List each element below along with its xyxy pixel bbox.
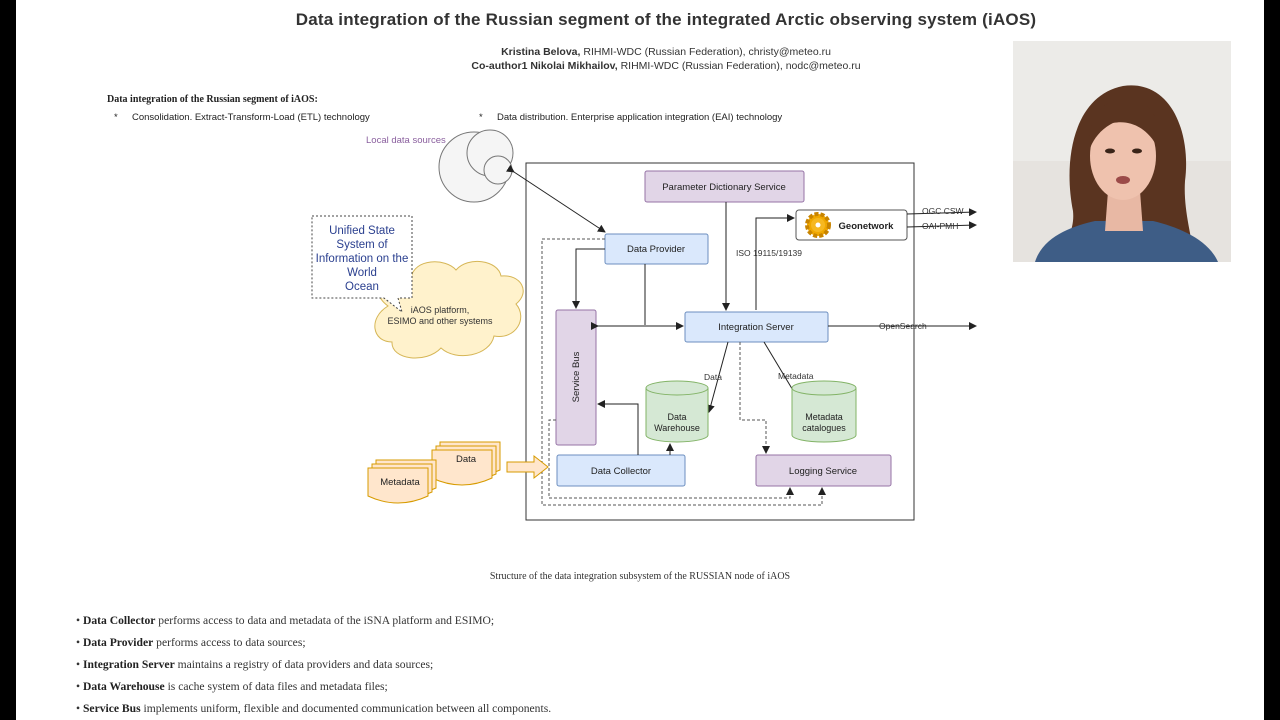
data-collector-label: Data Collector — [591, 466, 651, 477]
unified-state-callout — [311, 215, 413, 314]
geonetwork-label: Geonetwork — [839, 221, 895, 232]
description-item: • Data Collector performs access to data… — [76, 610, 976, 632]
data-documents-icon — [431, 441, 501, 486]
service-bus-label: Service Bus — [571, 351, 582, 402]
unified-state-line-4: World — [347, 267, 377, 279]
block-arrow-icon — [506, 454, 549, 480]
service-bus-box — [555, 309, 597, 446]
author-name: Kristina Belova, — [501, 46, 581, 58]
diagram-caption: Structure of the data integration subsys… — [489, 571, 791, 582]
unified-state-line-1: Unified State — [329, 225, 395, 237]
description-item: • Data Provider performs access to data … — [76, 632, 976, 654]
author-line-2: Co-author1 Nikolai Mikhailov, RIHMI-WDC … — [16, 60, 1264, 72]
description-item: • Integration Server maintains a registr… — [76, 654, 976, 676]
metadata-documents-icon — [367, 459, 437, 504]
author-affiliation: RIHMI-WDC (Russian Federation), nodc@met… — [617, 60, 861, 72]
bullet-text: Data distribution. Enterprise applicatio… — [497, 112, 783, 123]
description-text: implements uniform, flexible and documen… — [140, 702, 552, 715]
presenter-avatar — [1013, 41, 1231, 262]
section-heading: Data integration of the Russian segment … — [107, 94, 318, 105]
description-term: Data Warehouse — [82, 680, 165, 693]
author-affiliation: RIHMI-WDC (Russian Federation), christy@… — [580, 46, 831, 58]
description-term: Data Collector — [82, 614, 156, 627]
unified-state-line-5: Ocean — [345, 281, 379, 293]
local-sources-circles-icon — [438, 129, 514, 203]
data-edge-label: Data — [704, 372, 722, 382]
architecture-diagram: Local data sources iAOS platform, ESIMO … — [311, 129, 977, 521]
description-item: • Service Bus implements uniform, flexib… — [76, 698, 976, 720]
description-term: Integration Server — [82, 658, 175, 671]
gear-icon — [805, 212, 831, 238]
data-documents-label: Data — [456, 454, 477, 465]
description-term: Data Provider — [82, 636, 154, 649]
ogc-csw-label: OGC CSW — [922, 206, 964, 216]
metadata-documents-label: Metadata — [380, 477, 420, 488]
bullet-glyph: • — [76, 636, 81, 649]
data-warehouse-line-1: Data — [667, 412, 686, 422]
param-dict-label: Parameter Dictionary Service — [662, 182, 786, 193]
bullet-glyph: • — [76, 658, 81, 671]
metadata-edge-label: Metadata — [778, 371, 814, 381]
data-provider-label: Data Provider — [627, 244, 685, 255]
bullet-glyph: • — [76, 702, 81, 715]
slide-title: Data integration of the Russian segment … — [295, 10, 1037, 29]
param-dict-box — [644, 170, 805, 203]
bullet-marker: * — [479, 112, 483, 123]
local-sources-label: Local data sources — [366, 135, 446, 146]
bullet-marker: * — [114, 112, 118, 123]
bullet-eai: * Data distribution. Enterprise applicati… — [479, 112, 782, 123]
description-text: maintains a registry of data providers a… — [174, 658, 434, 671]
description-item: • Data Warehouse is cache system of data… — [76, 676, 976, 698]
presenter-video — [1013, 41, 1231, 262]
opensearch-label: OpenSearch — [879, 321, 927, 331]
unified-state-line-2: System of — [336, 239, 388, 251]
description-text: performs access to data sources; — [153, 636, 306, 649]
iaos-cloud-line-2: ESIMO and other systems — [387, 316, 493, 326]
data-warehouse-line-2: Warehouse — [654, 423, 700, 433]
data-warehouse-cylinder — [645, 380, 709, 443]
bullet-etl: * Consolidation. Extract-Transform-Load (… — [114, 112, 370, 123]
logging-service-box — [755, 454, 892, 487]
description-text: is cache system of data files and metada… — [164, 680, 388, 693]
metadata-catalogues-line-2: catalogues — [802, 423, 846, 433]
data-collector-box — [556, 454, 686, 487]
bullet-text: Consolidation. Extract-Transform-Load (E… — [132, 112, 370, 123]
logging-service-label: Logging Service — [789, 466, 857, 477]
metadata-catalogues-line-1: Metadata — [805, 412, 843, 422]
description-text: performs access to data and metadata of … — [155, 614, 495, 627]
integration-server-box — [684, 311, 829, 343]
description-term: Service Bus — [82, 702, 141, 715]
slide: Data integration of the Russian segment … — [16, 0, 1264, 720]
component-descriptions: • Data Collector performs access to data… — [76, 610, 976, 720]
metadata-catalogues-cylinder — [791, 380, 857, 443]
integration-server-label: Integration Server — [718, 322, 794, 333]
iaos-cloud-line-1: iAOS platform, — [411, 305, 470, 315]
iso-label: ISO 19115/19139 — [736, 248, 802, 258]
bullet-glyph: • — [76, 614, 81, 627]
author-line-1: Kristina Belova, RIHMI-WDC (Russian Fede… — [16, 46, 1264, 58]
oai-pmh-label: OAI-PMH — [922, 221, 958, 231]
author-name: Co-author1 Nikolai Mikhailov, — [471, 60, 618, 72]
bullet-glyph: • — [76, 680, 81, 693]
unified-state-line-3: Information on the — [316, 253, 409, 265]
